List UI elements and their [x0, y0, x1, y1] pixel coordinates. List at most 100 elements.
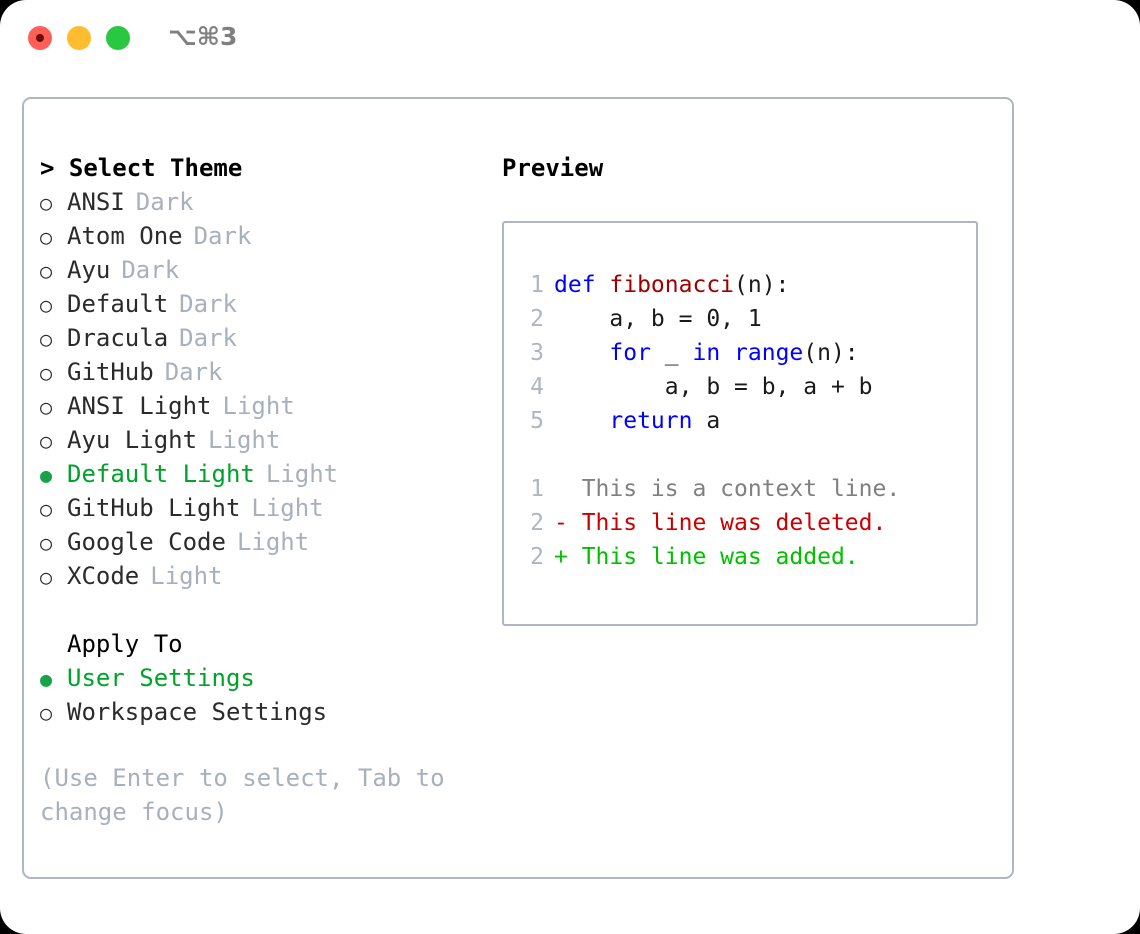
theme-option-label: Dracula [67, 324, 169, 352]
token-function: fibonacci [609, 272, 735, 298]
code-line: 5 return a [504, 404, 976, 438]
theme-option-category: Light [150, 562, 223, 590]
token-keyword: in range [692, 340, 804, 366]
title-bar: ⌥⌘3 [0, 0, 1140, 78]
maximize-button[interactable] [106, 26, 130, 50]
theme-option-category: Light [265, 460, 339, 488]
window-controls [28, 26, 130, 50]
diff-line-added: 2 + This line was added. [504, 540, 976, 574]
theme-option-label: ANSI Light [67, 392, 212, 420]
theme-option-label: Ayu [67, 256, 111, 284]
theme-option-ayu-light[interactable]: ○ Ayu Light Light [40, 423, 490, 457]
theme-option-category: Light [236, 528, 310, 556]
token-text: a, b = 0, 1 [554, 306, 762, 332]
code-text: return a [554, 404, 720, 438]
code-line: 4 a, b = b, a + b [504, 370, 976, 404]
radio-unselected-icon: ○ [40, 429, 53, 453]
theme-option-category: Dark [121, 256, 180, 284]
theme-option-category: Dark [135, 188, 194, 216]
token-text: a, b = b, a + b [554, 374, 873, 400]
theme-option-github[interactable]: ○ GitHub Dark [40, 355, 490, 389]
code-text: a, b = b, a + b [554, 370, 873, 404]
line-number: 3 [530, 340, 544, 366]
theme-option-category: Dark [179, 290, 237, 318]
token-keyword: for [609, 340, 651, 366]
token-text: (n): [734, 272, 790, 298]
token-text [554, 340, 609, 366]
radio-unselected-icon: ○ [40, 225, 53, 249]
theme-option-default[interactable]: ○ Default Dark [40, 287, 490, 321]
theme-option-category: Dark [164, 358, 223, 386]
close-button[interactable] [28, 26, 52, 50]
apply-to-option-label: User Settings [67, 664, 255, 692]
theme-option-label: Google Code [67, 528, 226, 556]
theme-option-xcode[interactable]: ○ XCode Light [40, 559, 490, 593]
theme-option-dracula[interactable]: ○ Dracula Dark [40, 321, 490, 355]
radio-selected-icon: ● [40, 463, 53, 487]
diff-sample: 1 This is a context line. 2 - This line wa… [504, 472, 976, 574]
theme-option-label: XCode [67, 562, 140, 590]
theme-option-category: Light [222, 392, 295, 420]
token-text [554, 408, 609, 434]
radio-unselected-icon: ○ [40, 565, 53, 589]
code-line: 2 a, b = 0, 1 [504, 302, 976, 336]
radio-unselected-icon: ○ [40, 361, 53, 385]
token-text: (n): [803, 340, 859, 366]
line-number: 2 [530, 544, 544, 570]
theme-option-category: Dark [179, 324, 237, 352]
theme-option-category: Light [208, 426, 281, 454]
radio-unselected-icon: ○ [40, 701, 53, 725]
minimize-button[interactable] [67, 26, 91, 50]
apply-to-header: Apply To [67, 630, 183, 658]
token-keyword: def [554, 272, 610, 298]
code-text: def fibonacci(n): [554, 268, 789, 302]
radio-unselected-icon: ○ [40, 497, 53, 521]
line-number: 1 [530, 272, 544, 298]
diff-line-context: 1 This is a context line. [504, 472, 976, 506]
diff-text: + This line was added. [554, 544, 859, 570]
keyboard-shortcut-label: ⌥⌘3 [168, 22, 238, 51]
radio-selected-icon: ● [40, 667, 53, 691]
line-number: 4 [530, 374, 544, 400]
radio-unselected-icon: ○ [40, 259, 53, 283]
theme-option-label: GitHub [67, 358, 154, 386]
theme-option-label: Default [67, 290, 169, 318]
code-line: 1 def fibonacci(n): [504, 268, 976, 302]
theme-option-category: Dark [193, 222, 252, 250]
radio-unselected-icon: ○ [40, 293, 53, 317]
select-theme-header: > Select Theme [40, 154, 243, 182]
diff-text: This is a context line. [554, 476, 901, 502]
theme-option-ansi[interactable]: ○ ANSI Dark [40, 185, 490, 219]
apply-to-option-label: Workspace Settings [67, 698, 328, 726]
theme-option-label: Ayu Light [67, 426, 198, 454]
theme-option-category: Light [251, 494, 324, 522]
apply-to-option-user-settings[interactable]: ● User Settings [40, 661, 490, 695]
code-text: for _ in range(n): [554, 336, 859, 370]
apply-to-option-list: ● User Settings ○ Workspace Settings [40, 661, 490, 729]
radio-unselected-icon: ○ [40, 327, 53, 351]
code-blank-line [504, 438, 976, 472]
line-number: 2 [530, 306, 544, 332]
apply-to-option-workspace-settings[interactable]: ○ Workspace Settings [40, 695, 490, 729]
section-spacer [40, 593, 490, 627]
line-number: 5 [530, 408, 544, 434]
token-text: _ [650, 340, 693, 366]
diff-text: - This line was deleted. [554, 510, 887, 536]
radio-unselected-icon: ○ [40, 191, 53, 215]
theme-option-label: ANSI [67, 188, 125, 216]
preview-title: Preview [502, 154, 604, 182]
theme-option-ayu[interactable]: ○ Ayu Dark [40, 253, 490, 287]
line-number: 2 [530, 510, 544, 536]
token-text: a [692, 408, 721, 434]
